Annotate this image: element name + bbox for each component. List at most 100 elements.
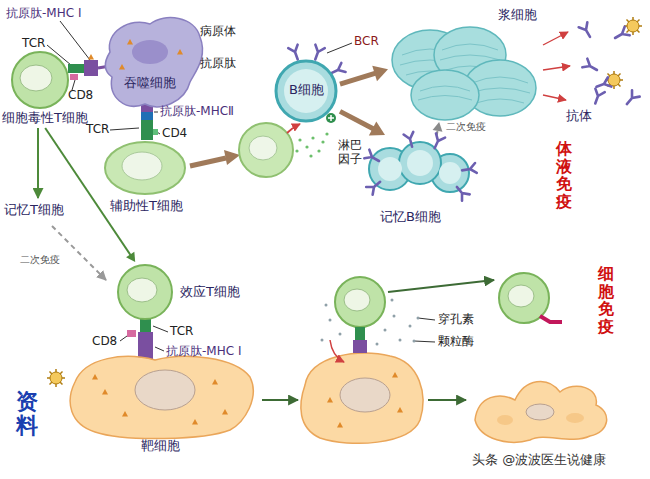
activation-arrows	[298, 138, 301, 141]
cell-outline	[102, 389, 108, 395]
killing-sequence	[428, 399, 466, 401]
target-cell: 靶细胞	[65, 352, 260, 456]
killing-sequence	[508, 285, 534, 307]
arrow-head	[433, 122, 443, 132]
cell-outline	[276, 61, 336, 121]
activation-arrows	[311, 45, 325, 62]
killing-sequence	[353, 340, 367, 353]
killing-sequence	[329, 319, 332, 322]
cell-outline	[192, 419, 198, 425]
receptor-symbols	[153, 129, 158, 135]
activation-arrows	[325, 132, 328, 135]
receptor-label: CD4	[162, 126, 187, 140]
cell-outline	[122, 152, 162, 180]
cell-name: 记忆B细胞	[380, 209, 441, 225]
receptor-symbols	[138, 332, 153, 360]
killing-sequence	[540, 316, 562, 322]
killing-sequence	[391, 299, 394, 302]
receptor-symbols	[127, 330, 136, 337]
cell-name: 靶细胞	[141, 438, 180, 454]
cell-outline	[105, 142, 185, 194]
molecule-label: 穿孔素	[438, 312, 474, 326]
connector	[340, 111, 385, 135]
cell-outline	[122, 411, 128, 417]
activation-arrows	[295, 132, 328, 157]
activation-arrows	[287, 124, 300, 133]
cell-outline	[284, 69, 328, 113]
activation-arrows	[288, 45, 302, 62]
cytotoxic-t-cell: 细胞毒性T细胞	[2, 48, 110, 128]
cell-name: 效应T细胞	[180, 284, 240, 300]
receptor-symbols	[70, 74, 78, 80]
section-title: 细胞免疫	[598, 265, 614, 335]
arrow-head	[369, 121, 385, 135]
receptor-symbols	[141, 120, 153, 140]
cell-outline	[20, 65, 52, 91]
cell-name: 细胞毒性T细胞	[2, 110, 88, 126]
cell-outline	[388, 5, 543, 122]
side-title: 资料	[16, 390, 38, 438]
cell-outline	[222, 409, 228, 415]
killing-sequence	[397, 407, 403, 413]
receptor-label: BCR	[354, 34, 379, 48]
killing-sequence	[417, 317, 420, 320]
connector-line	[340, 111, 375, 129]
antibody-symbols	[613, 27, 630, 43]
activation-arrows	[305, 145, 308, 148]
helper-t-cell: 辅助性T细胞	[100, 140, 195, 218]
arrow-head	[372, 66, 388, 81]
killing-sequence	[325, 304, 328, 307]
cell-outline	[127, 39, 133, 45]
receptor-label: CD8	[92, 334, 117, 348]
cell-outline	[177, 49, 183, 55]
antigen-label: 抗原肽	[200, 56, 236, 70]
leader-lines	[418, 318, 435, 320]
activation-arrows	[295, 149, 298, 152]
activation-arrows	[309, 154, 312, 157]
receptor-label: TCR	[86, 122, 109, 136]
activation-arrows	[311, 136, 314, 139]
receptor-symbols	[88, 54, 94, 60]
leader-lines	[414, 341, 435, 342]
leader-lines	[154, 112, 158, 113]
cytokine-label: 淋巴因子	[338, 138, 364, 167]
connector	[433, 122, 443, 135]
leader-lines	[155, 347, 164, 351]
killing-sequence	[335, 277, 385, 327]
killing-sequence	[399, 339, 402, 342]
antibody-symbols	[582, 59, 599, 75]
killing-sequence	[337, 422, 343, 428]
cell-label: 记忆T细胞	[4, 202, 64, 218]
pathogen-symbols	[47, 17, 642, 387]
killing-sequence	[413, 340, 416, 343]
cell-outline	[70, 356, 253, 438]
activation-arrows	[328, 115, 334, 121]
cell-outline	[105, 18, 202, 107]
killing-sequence	[355, 327, 365, 340]
pathogen-symbols	[624, 17, 642, 35]
leader-lines	[153, 326, 168, 332]
cell-outline	[12, 52, 68, 108]
cell-outline	[119, 64, 125, 70]
activation-arrows	[317, 149, 320, 152]
killing-sequence	[393, 315, 396, 318]
leader-lines	[110, 128, 139, 130]
killing-sequence	[497, 415, 513, 425]
killing-sequence	[384, 329, 387, 332]
receptor-symbols	[140, 318, 151, 332]
cell-name: B细胞	[289, 82, 324, 98]
cell-outline	[366, 178, 383, 195]
antibody-symbols	[579, 22, 595, 39]
cell-outline	[407, 150, 433, 176]
arrow-head	[126, 252, 135, 262]
killing-sequence	[409, 325, 412, 328]
cell-outline	[132, 40, 168, 64]
receptor-symbols	[141, 112, 153, 120]
cell-outline	[100, 12, 208, 114]
killing-sequence	[388, 280, 494, 292]
activation-arrows	[249, 136, 277, 160]
cell-outline	[378, 157, 402, 181]
cell-name: 辅助性T细胞	[110, 198, 183, 214]
cell-outline	[127, 278, 157, 302]
t-cell-arrows	[52, 226, 106, 280]
